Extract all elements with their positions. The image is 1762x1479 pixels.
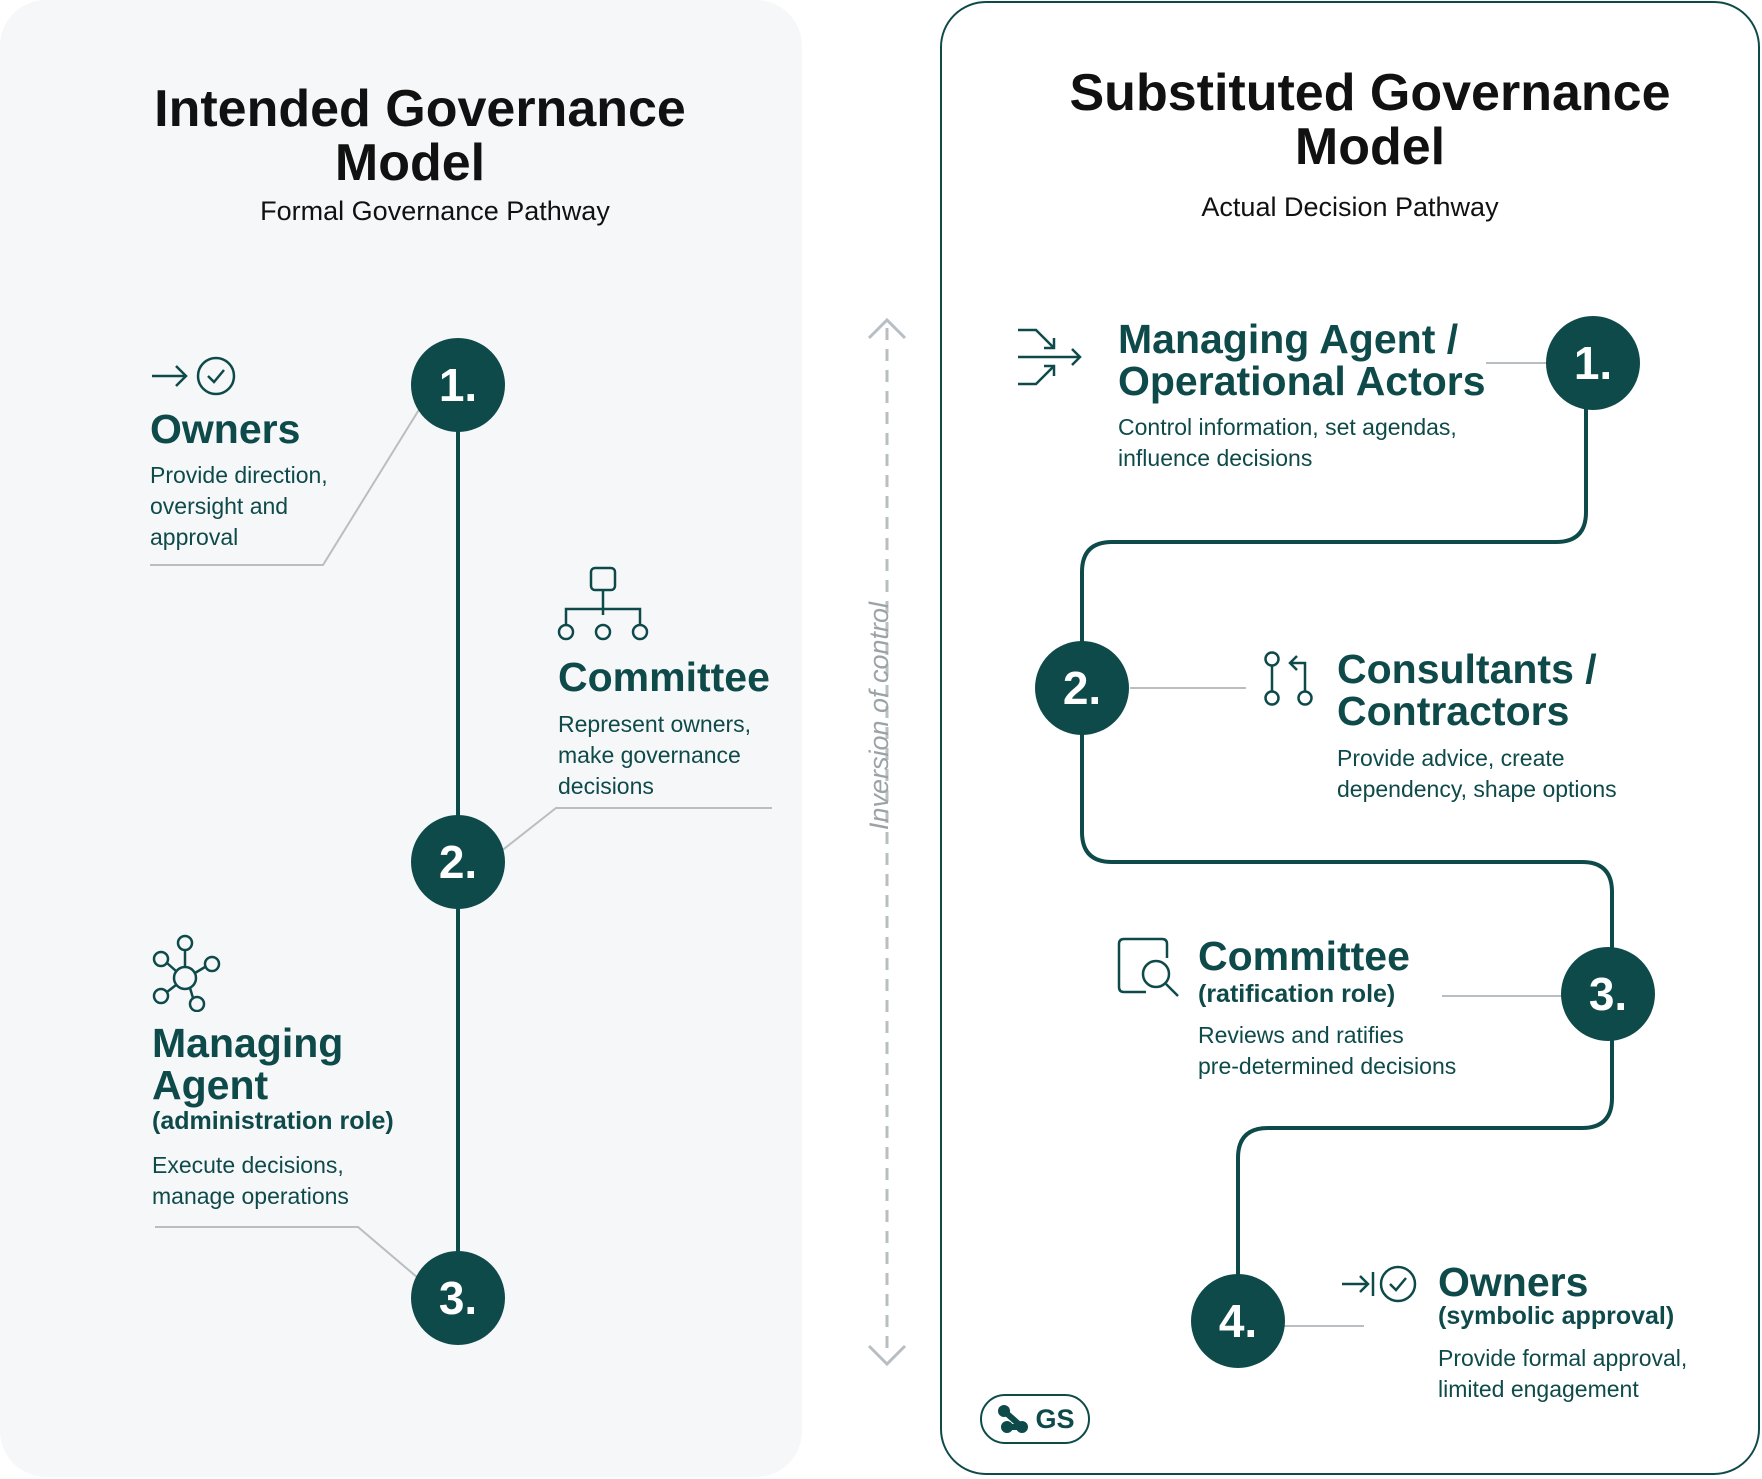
arrow-check-icon: [152, 356, 236, 396]
right-owners-desc-line2: limited engagement: [1438, 1376, 1639, 1402]
right-node-4: 4.: [1191, 1274, 1285, 1368]
right-managing-agent-desc: Control information, set agendas, influe…: [1118, 412, 1457, 474]
left-owners-desc: Provide direction, oversight and approva…: [150, 460, 328, 553]
left-committee-desc: Represent owners, make governance decisi…: [558, 709, 751, 802]
right-consultants-heading-line2: Contractors: [1337, 688, 1570, 734]
right-consultants-desc-line1: Provide advice, create: [1337, 745, 1565, 771]
network-hub-icon: [152, 934, 221, 1012]
right-owners-role: (symbolic approval): [1438, 1302, 1675, 1330]
left-managing-agent-heading-line2: Agent: [152, 1062, 269, 1108]
right-title-line2: Model: [1294, 118, 1446, 176]
left-title-line1: Intended Governance: [154, 80, 686, 138]
left-managing-agent-desc-line1: Execute decisions,: [152, 1152, 344, 1178]
right-node-1: 1.: [1546, 316, 1640, 410]
right-node-2: 2.: [1035, 641, 1129, 735]
inversion-arrow-down-icon: [867, 1344, 907, 1367]
arrow-check-icon: [1342, 1265, 1417, 1303]
right-committee-role: (ratification role): [1198, 980, 1396, 1008]
gs-logo: GS: [980, 1394, 1090, 1444]
right-owners-desc: Provide formal approval, limited engagem…: [1438, 1343, 1687, 1405]
right-consultants-heading: Consultants / Contractors: [1337, 648, 1597, 732]
right-committee-desc-line1: Reviews and ratifies: [1198, 1022, 1404, 1048]
left-owners-desc-line3: approval: [150, 524, 239, 550]
left-committee-desc-line3: decisions: [558, 773, 654, 799]
substituted-model-panel: [940, 1, 1760, 1475]
right-owners-heading: Owners: [1438, 1259, 1589, 1305]
left-managing-agent-desc-line2: manage operations: [152, 1183, 349, 1209]
right-committee-desc-line2: pre-determined decisions: [1198, 1053, 1457, 1079]
left-owners-desc-line1: Provide direction,: [150, 462, 328, 488]
org-chart-icon: [557, 566, 649, 641]
left-committee-desc-line2: make governance: [558, 742, 741, 768]
right-subtitle: Actual Decision Pathway: [1201, 192, 1499, 222]
right-committee-desc: Reviews and ratifies pre-determined deci…: [1198, 1020, 1456, 1082]
left-managing-agent-role: (administration role): [152, 1107, 394, 1135]
intended-model-panel: [0, 0, 802, 1477]
left-managing-agent-heading-line1: Managing: [152, 1020, 344, 1066]
left-owners-desc-line2: oversight and: [150, 493, 289, 519]
left-title-line2: Model: [334, 134, 486, 192]
right-committee-heading: Committee: [1198, 933, 1410, 979]
left-node-1: 1.: [411, 338, 505, 432]
left-committee-heading: Committee: [558, 654, 770, 700]
document-search-icon: [1117, 937, 1179, 997]
right-owners-desc-line1: Provide formal approval,: [1438, 1345, 1688, 1371]
left-managing-agent-desc: Execute decisions, manage operations: [152, 1150, 349, 1212]
inversion-of-control-label: Inversion of control: [864, 601, 894, 831]
left-committee-desc-line1: Represent owners,: [558, 711, 752, 737]
left-owners-heading: Owners: [150, 406, 301, 452]
right-consultants-heading-line1: Consultants /: [1337, 646, 1597, 692]
right-managing-agent-heading: Managing Agent / Operational Actors: [1118, 318, 1486, 402]
leader-committee: [499, 807, 772, 853]
right-managing-agent-heading-line1: Managing Agent /: [1118, 316, 1459, 362]
git-pull-request-icon: [1264, 651, 1313, 706]
right-managing-agent-heading-line2: Operational Actors: [1118, 358, 1486, 404]
leader-owners: [150, 407, 421, 566]
right-pathway: [1080, 408, 1614, 1280]
left-managing-agent-heading: Managing Agent: [152, 1022, 343, 1106]
right-managing-agent-desc-line2: influence decisions: [1118, 445, 1313, 471]
right-node-3: 3.: [1561, 947, 1655, 1041]
left-node-3: 3.: [411, 1251, 505, 1345]
logo-mark-icon: [998, 1405, 1029, 1433]
right-title: Substituted Governance Model: [1040, 66, 1700, 174]
left-node-2: 2.: [411, 815, 505, 909]
left-subtitle: Formal Governance Pathway: [260, 196, 610, 226]
right-consultants-desc: Provide advice, create dependency, shape…: [1337, 743, 1617, 805]
right-consultants-desc-line2: dependency, shape options: [1337, 776, 1617, 802]
logo-text: GS: [1035, 1403, 1075, 1434]
left-title: Intended Governance Model: [120, 82, 720, 190]
right-title-line1: Substituted Governance: [1069, 64, 1671, 122]
leader-managing-agent: [155, 1226, 419, 1279]
merge-arrows-icon: [1018, 328, 1082, 386]
inversion-arrow-up-icon: [867, 317, 907, 340]
right-managing-agent-desc-line1: Control information, set agendas,: [1118, 414, 1457, 440]
